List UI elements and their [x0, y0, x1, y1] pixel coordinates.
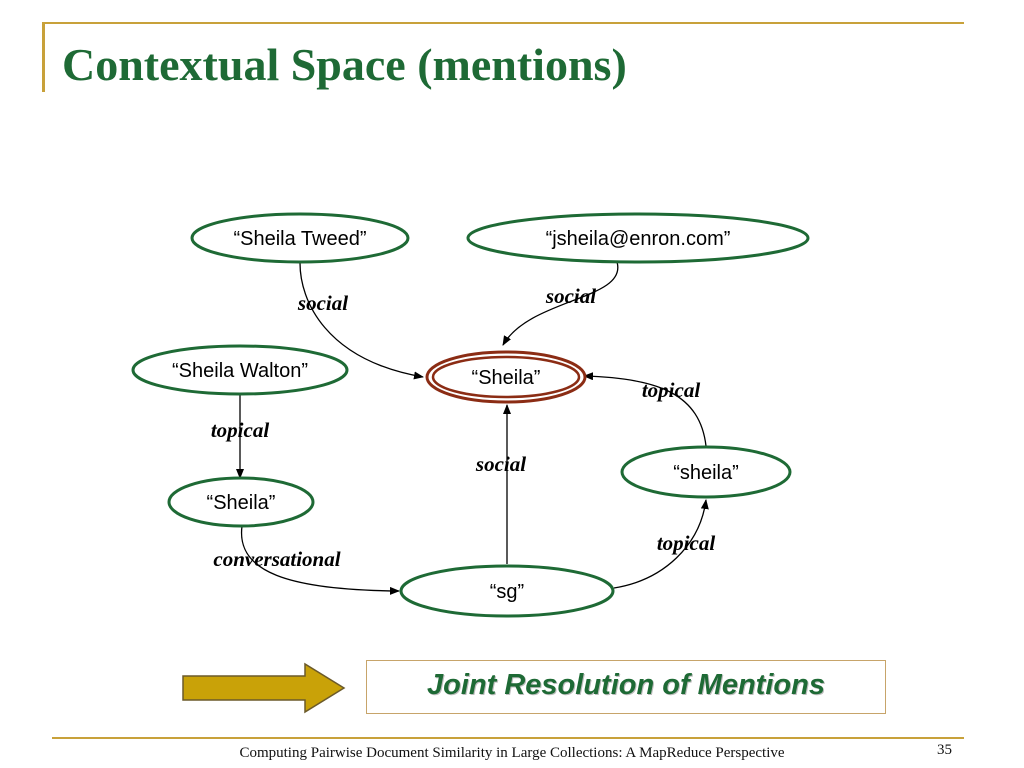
- edge-label-tweed-social: social: [297, 291, 348, 315]
- slide-title: Contextual Space (mentions): [62, 39, 627, 90]
- node-sheila-tweed-label: “Sheila Tweed”: [233, 228, 366, 250]
- page-number: 35: [937, 742, 952, 758]
- edge-sheila-lower-to-center: [583, 372, 707, 447]
- title-rule-horizontal: [42, 22, 964, 24]
- footer-rule: [52, 737, 964, 739]
- edge-label-sheila-lower-topical: topical: [642, 378, 700, 402]
- node-sheila-lower: “sheila”: [620, 445, 792, 499]
- edge-sheila-to-sg: [240, 525, 400, 595]
- edge-tweed-to-center: [299, 262, 424, 380]
- title-rule-vertical: [42, 22, 45, 92]
- edge-email-to-center: [502, 261, 619, 346]
- footer-text: Computing Pairwise Document Similarity i…: [239, 745, 785, 761]
- node-sheila-center-label: “Sheila”: [472, 367, 541, 389]
- node-jsheila-email: “jsheila@enron.com”: [466, 212, 810, 264]
- edge-label-walton-topical: topical: [211, 418, 269, 442]
- node-sheila-left: “Sheila”: [167, 476, 315, 528]
- callout-text: Joint Resolution of Mentions: [427, 669, 825, 701]
- node-sg: “sg”: [399, 564, 615, 618]
- node-sheila-walton: “Sheila Walton”: [131, 344, 349, 396]
- edge-label-sg-topical: topical: [657, 531, 715, 555]
- node-sheila-center: “Sheila”: [425, 350, 587, 404]
- edge-sg-to-sheila-lower: [613, 499, 709, 589]
- right-arrow-icon: [182, 662, 346, 714]
- node-sheila-left-label: “Sheila”: [207, 492, 276, 514]
- edge-label-sg-social: social: [475, 452, 526, 476]
- edge-label-email-social: social: [545, 284, 596, 308]
- node-sheila-walton-label: “Sheila Walton”: [172, 360, 308, 382]
- edge-label-conversational: conversational: [213, 547, 340, 571]
- node-jsheila-email-label: “jsheila@enron.com”: [546, 228, 731, 250]
- node-sheila-lower-label: “sheila”: [673, 462, 739, 484]
- node-sg-label: “sg”: [490, 581, 524, 603]
- node-sheila-tweed: “Sheila Tweed”: [190, 212, 410, 264]
- callout-box: Joint Resolution of Mentions: [366, 660, 886, 714]
